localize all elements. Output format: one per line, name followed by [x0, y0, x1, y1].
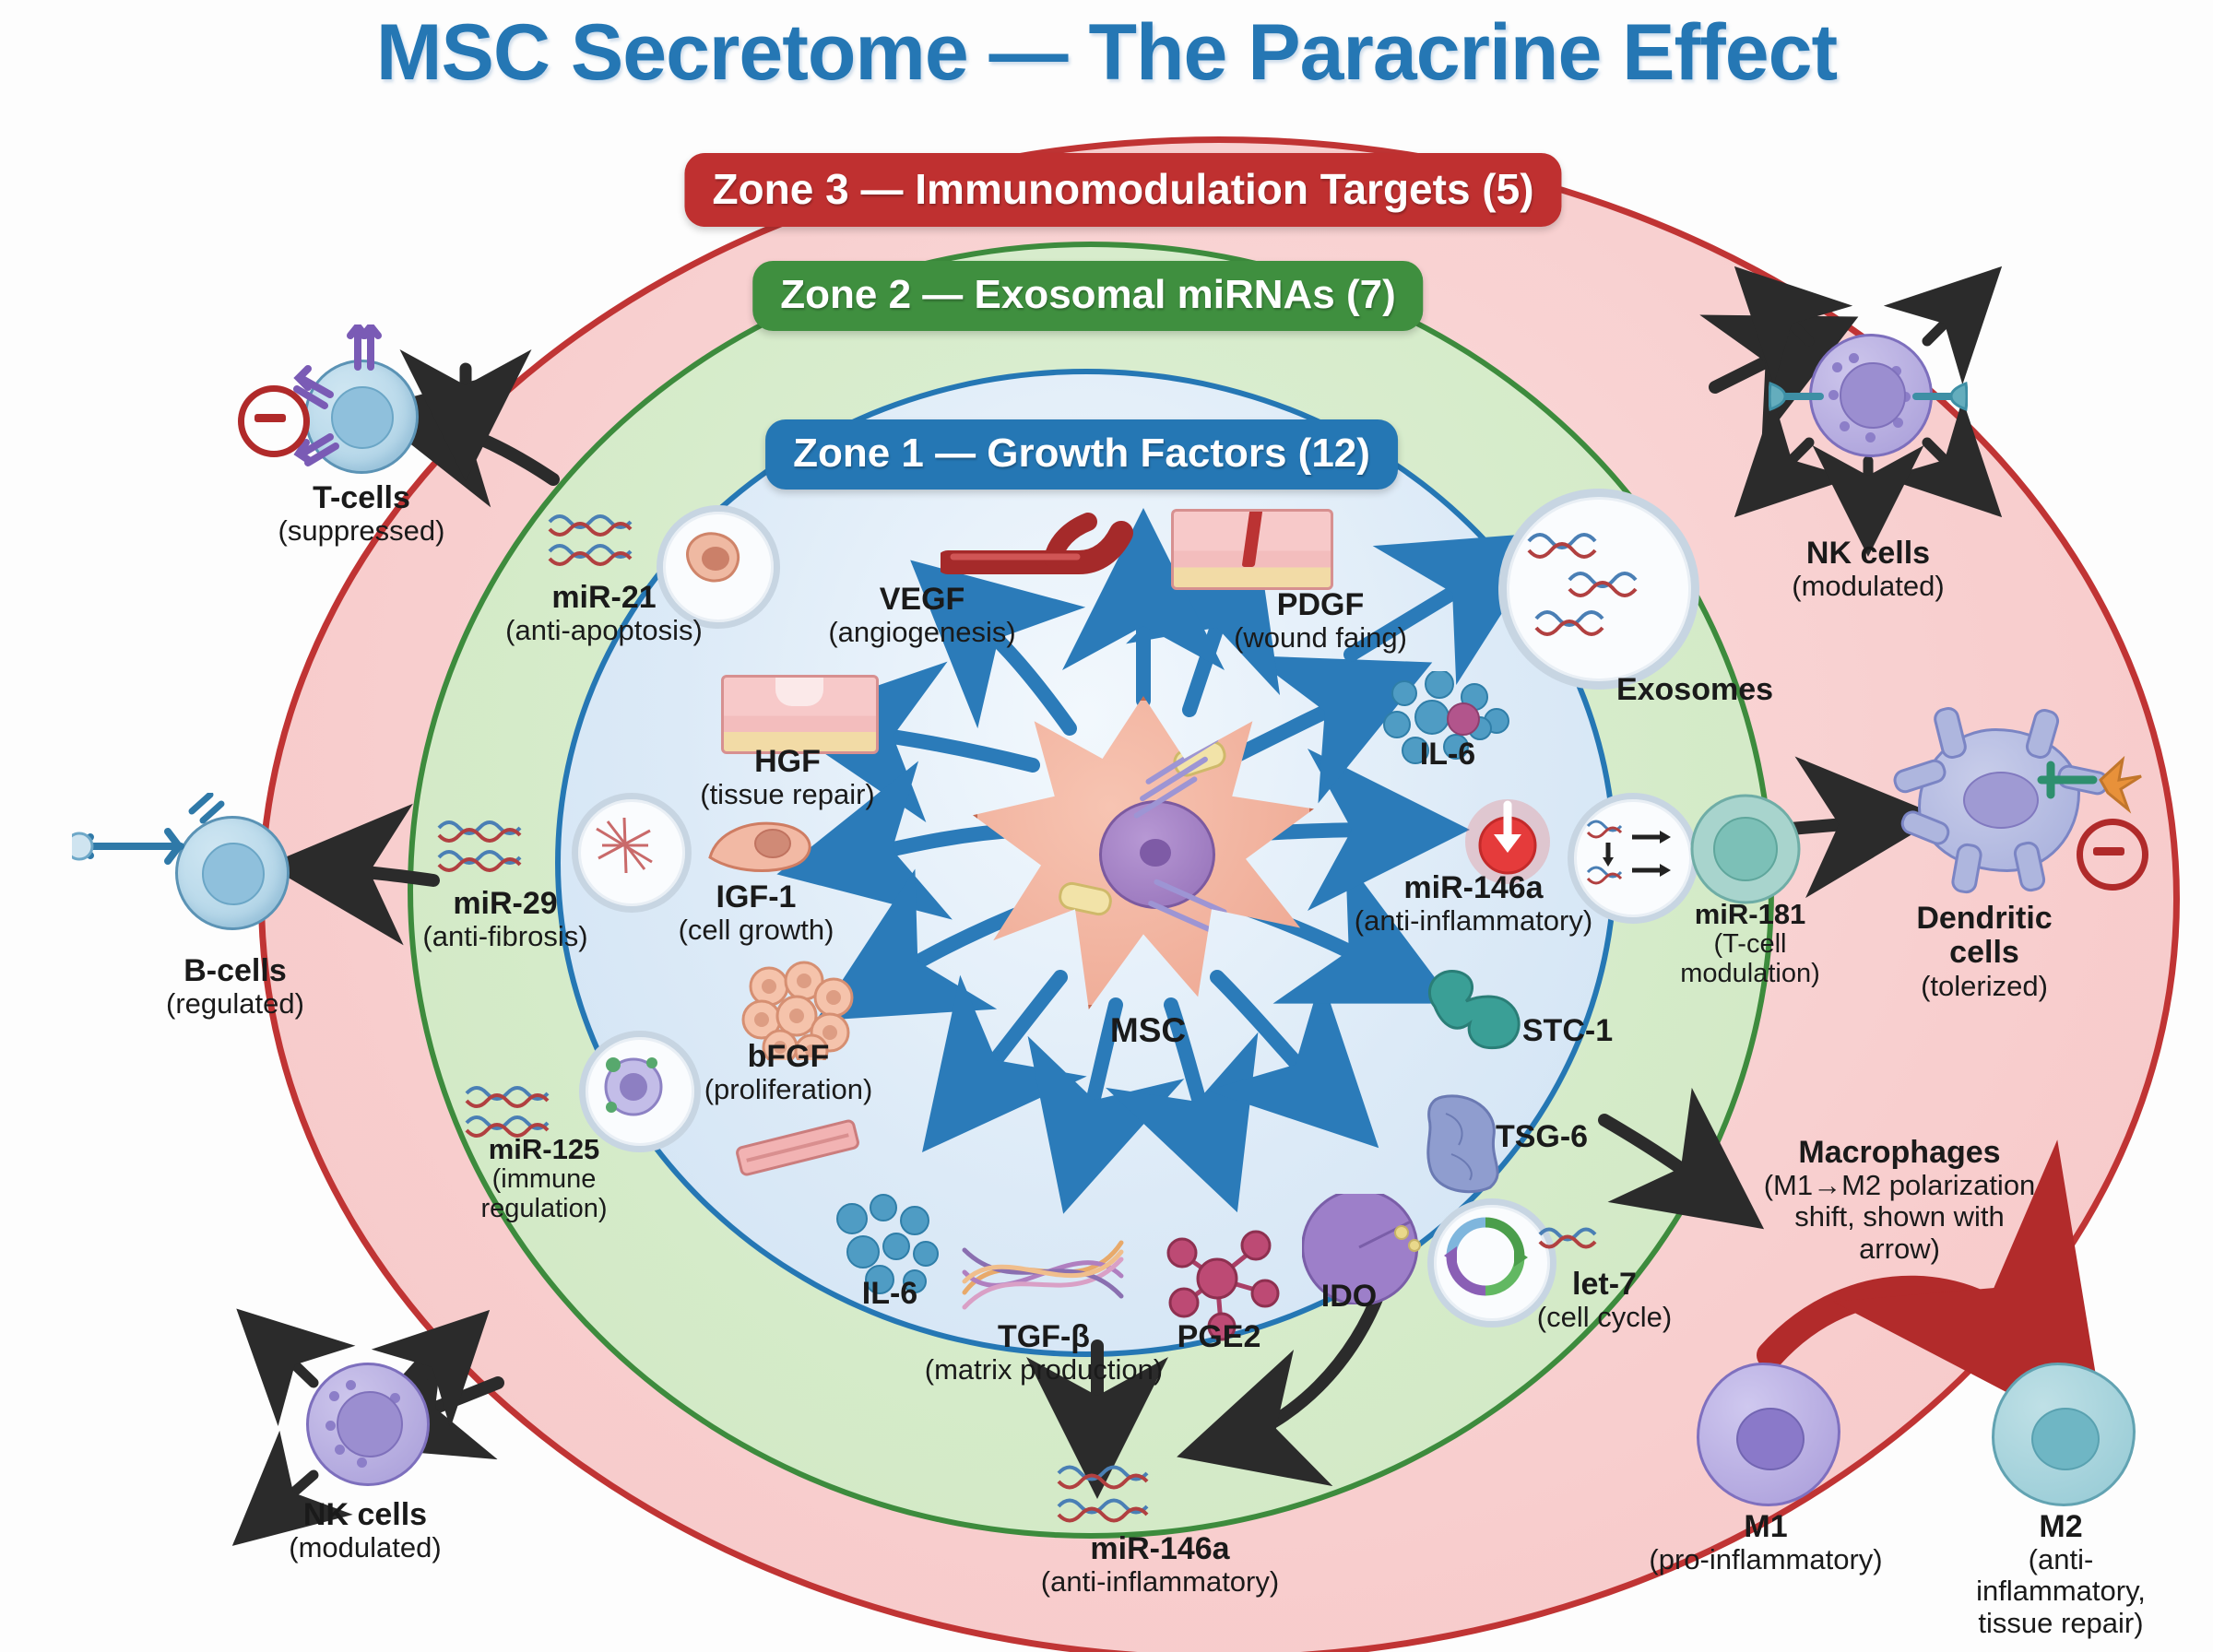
page-title: MSC Secretome — The Paracrine Effect — [375, 8, 1838, 97]
zone2-label-pill: Zone 2 — Exosomal miRNAs (7) — [752, 261, 1424, 331]
vegf-label: VEGF (angiogenesis) — [828, 582, 1016, 649]
il6-bottom-label: IL-6 — [861, 1276, 918, 1311]
nk-cell-icon-bottom-left — [306, 1363, 430, 1486]
nk-cells-top-right-label: NK cells (modulated) — [1792, 536, 1945, 603]
igf1-label: IGF-1 (cell growth) — [678, 879, 834, 947]
inflammation-signal-icon — [1457, 788, 1558, 894]
mir29-label: miR-29 (anti-fibrosis) — [422, 886, 588, 953]
t-cell-receptors-icon — [293, 320, 441, 495]
mir29-vesicle-icon — [572, 793, 692, 913]
cell-cluster-icon — [738, 959, 858, 1068]
mirna-strand-icon-let7 — [1534, 1221, 1619, 1255]
t-cells-label: T-cells (suppressed) — [278, 480, 445, 548]
mir146a-bottom-label: miR-146a (anti-inflammatory) — [1040, 1531, 1280, 1599]
tissue-strip-icon — [728, 1115, 867, 1185]
ido-label: IDO — [1320, 1279, 1378, 1314]
b-cell-icon — [175, 816, 290, 930]
mir181-label: miR-181 (T-cell modulation) — [1680, 898, 1820, 988]
m1-macrophage-icon — [1697, 1363, 1840, 1506]
single-cell-icon — [701, 811, 821, 880]
cytokine-cluster-icon-2 — [1379, 669, 1517, 777]
pdgf-label: PDGF (wound faing) — [1234, 587, 1407, 655]
antigen-presentation-icon — [2036, 745, 2156, 823]
pge2-label: PGE2 — [1177, 1319, 1261, 1354]
skin-wound-icon — [1171, 509, 1333, 590]
nk-receptors-icon-top-right — [1768, 365, 1969, 434]
exosomes-label: Exosomes — [1615, 672, 1774, 707]
macrophages-label: Macrophages (M1→M2 polarization shift, s… — [1763, 1135, 2036, 1265]
skin-repair-icon — [721, 675, 879, 754]
cell-cycle-icon — [1427, 1198, 1556, 1328]
m1-label: M1 (pro-inflammatory) — [1649, 1509, 1883, 1576]
let7-label: let-7 (cell cycle) — [1536, 1267, 1673, 1334]
mir146a-right-label: miR-146a (anti-inflammatory) — [1354, 870, 1593, 938]
hgf-label: HGF (tissue repair) — [700, 744, 875, 811]
tsg6-protein-icon — [1409, 1088, 1520, 1203]
stc1-protein-icon — [1418, 959, 1538, 1065]
suppression-minus-icon — [238, 385, 310, 457]
mirna-strand-icon-mir125 — [461, 1077, 562, 1141]
matrix-fibers-icon — [959, 1219, 1125, 1325]
il6-right-label: IL-6 — [1419, 737, 1476, 772]
b-cells-label: B-cells (regulated) — [166, 953, 304, 1021]
mir21-label: miR-21 (anti-apoptosis) — [505, 580, 703, 647]
m2-macrophage-icon — [1992, 1363, 2136, 1506]
dendritic-cell-icon — [1890, 704, 2112, 896]
bfgf-label: bFGF (proliferation) — [704, 1039, 873, 1106]
molecule-icon — [1154, 1221, 1284, 1346]
mirna-strand-icon-mir29 — [433, 811, 535, 876]
mirna-strand-icon-mir21 — [544, 505, 645, 570]
msc-label: MSC — [1109, 1011, 1187, 1049]
mir21-vesicle-icon — [657, 505, 780, 629]
blood-vessel-icon — [936, 505, 1134, 584]
mir181-target-cell-icon — [1686, 789, 1805, 914]
mirna-strand-icon-mir146a-bottom — [1051, 1455, 1171, 1527]
cytokine-cluster-icon — [830, 1189, 959, 1304]
exosome-vesicle-icon — [1498, 489, 1699, 690]
nk-cell-icon-top-right — [1809, 334, 1933, 457]
tsg6-label: TSG-6 — [1495, 1119, 1589, 1154]
m2-label: M2 (anti-inflammatory, tissue repair) — [1976, 1509, 2146, 1639]
zone3-label-pill: Zone 3 — Immunomodulation Targets (5) — [684, 153, 1562, 227]
stc1-label: STC-1 — [1521, 1013, 1614, 1048]
mir125-label: miR-125 (immune regulation) — [480, 1133, 608, 1223]
mir125-vesicle-icon — [579, 1031, 701, 1152]
tgfb-label: TGF-β (matrix production) — [924, 1319, 1164, 1386]
nk-cells-bottom-left-label: NK cells (modulated) — [289, 1497, 442, 1564]
b-cell-receptors-icon — [65, 791, 238, 908]
zone1-label-pill: Zone 1 — Growth Factors (12) — [765, 419, 1398, 490]
tolerance-minus-icon — [2077, 819, 2148, 891]
dendritic-cells-label: Dendritic cells (tolerized) — [1916, 901, 2053, 1002]
mir181-vesicle-icon — [1568, 793, 1698, 924]
